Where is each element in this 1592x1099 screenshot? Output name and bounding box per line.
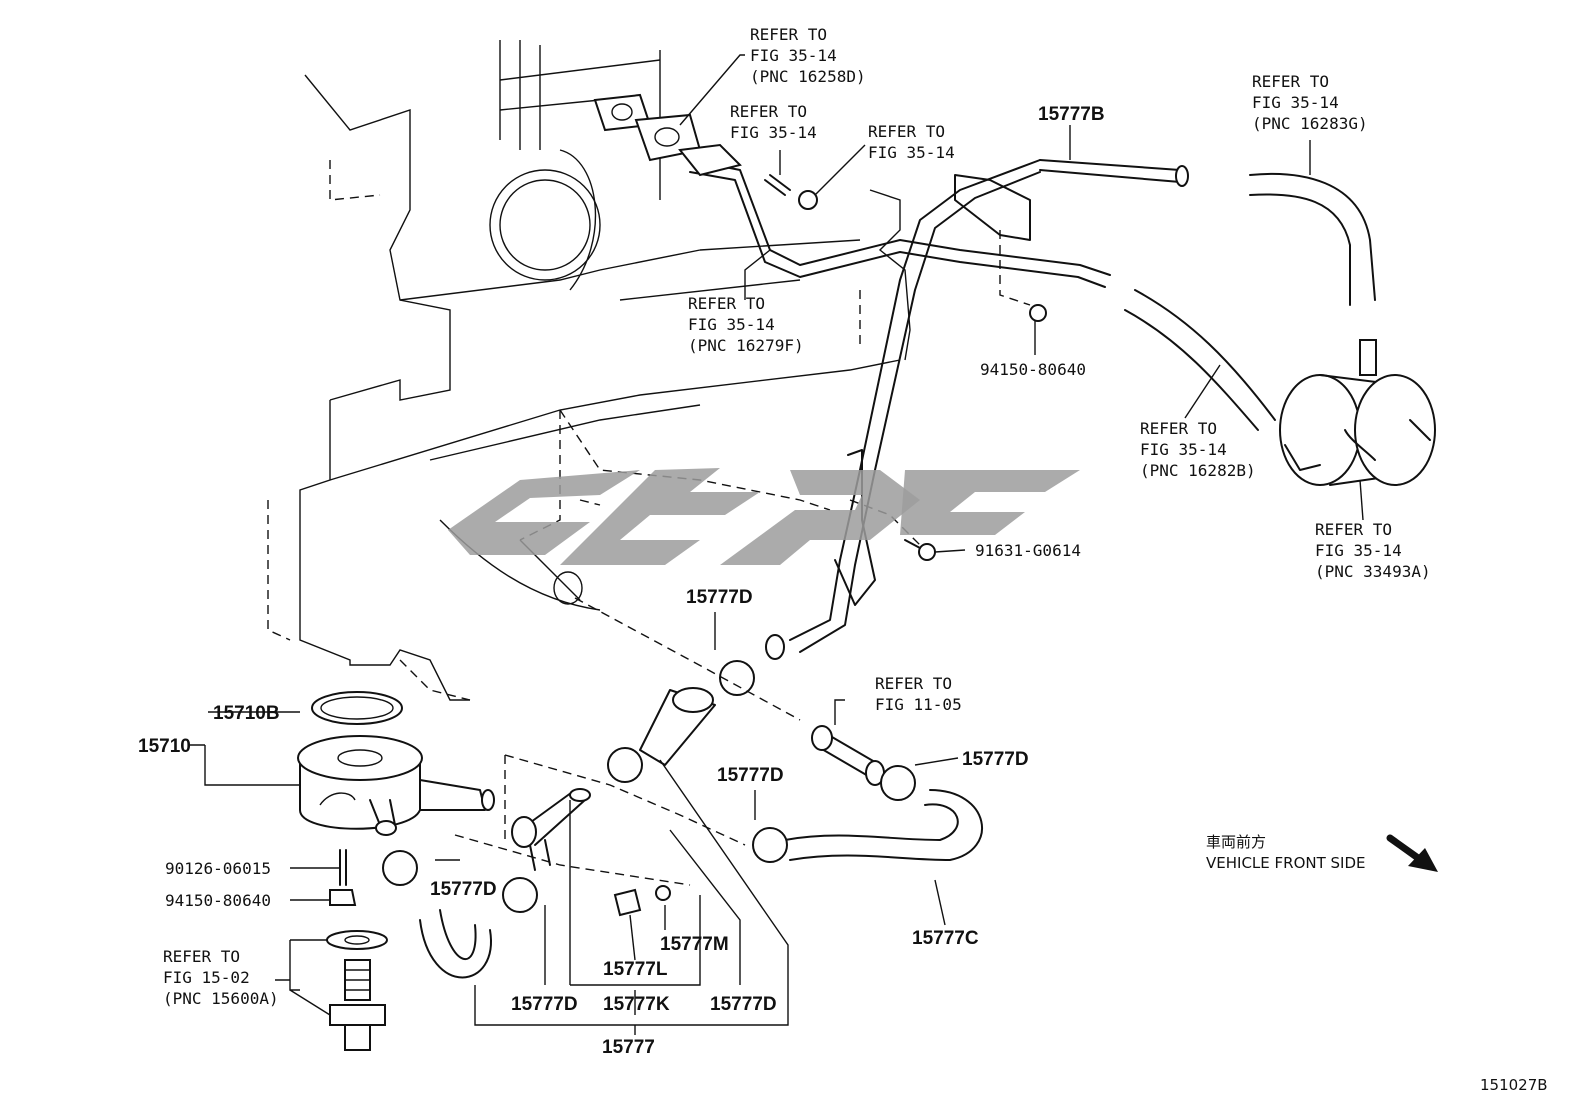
front-note-en: VEHICLE FRONT SIDE [1206, 854, 1366, 872]
pn-90126: 90126-06015 [165, 859, 271, 878]
pn-91631: 91631-G0614 [975, 541, 1081, 560]
pn-15777d-2: 15777D [962, 749, 1029, 770]
dashed-leaders [454, 230, 1031, 886]
hoses-and-clamps [382, 304, 1047, 979]
pn-15777b: 15777B [1038, 104, 1105, 125]
hose-16282b [1124, 172, 1376, 431]
pn-15777l: 15777L [603, 959, 668, 980]
flange-gaskets [593, 93, 818, 210]
pn-15777d-4: 15777D [430, 879, 497, 900]
part-number-labels: 15777B 94150-80640 91631-G0614 15777D 15… [138, 104, 1105, 1058]
pn-15777: 15777 [602, 1037, 655, 1058]
front-note-jp: 車両前方 [1206, 833, 1266, 851]
water-pipe-15777b [689, 159, 1189, 660]
pn-15777k: 15777K [603, 994, 670, 1015]
pn-15777d-6: 15777D [710, 994, 777, 1015]
front-side-note: 車両前方 VEHICLE FRONT SIDE [1206, 833, 1366, 872]
watermark-logo [448, 468, 1080, 565]
pn-15710: 15710 [138, 736, 191, 757]
pn-94150-bottom: 94150-80640 [165, 891, 271, 910]
vehicle-front-arrow-icon [1386, 834, 1438, 872]
pn-15777d-5: 15777D [511, 994, 578, 1015]
pn-15777d-1: 15777D [686, 587, 753, 608]
pn-15777c: 15777C [912, 928, 979, 949]
reservoir-tank [1279, 339, 1436, 486]
pn-15777m: 15777M [660, 934, 729, 955]
oil-cooler-15710 [297, 691, 495, 1051]
engine-block-outline [267, 40, 911, 701]
pn-94150-top: 94150-80640 [980, 360, 1086, 379]
pn-15710b: 15710B [213, 703, 280, 724]
pn-15777d-3: 15777D [717, 765, 784, 786]
leader-lines [188, 54, 1364, 1035]
figure-id: 151027B [1480, 1076, 1548, 1094]
